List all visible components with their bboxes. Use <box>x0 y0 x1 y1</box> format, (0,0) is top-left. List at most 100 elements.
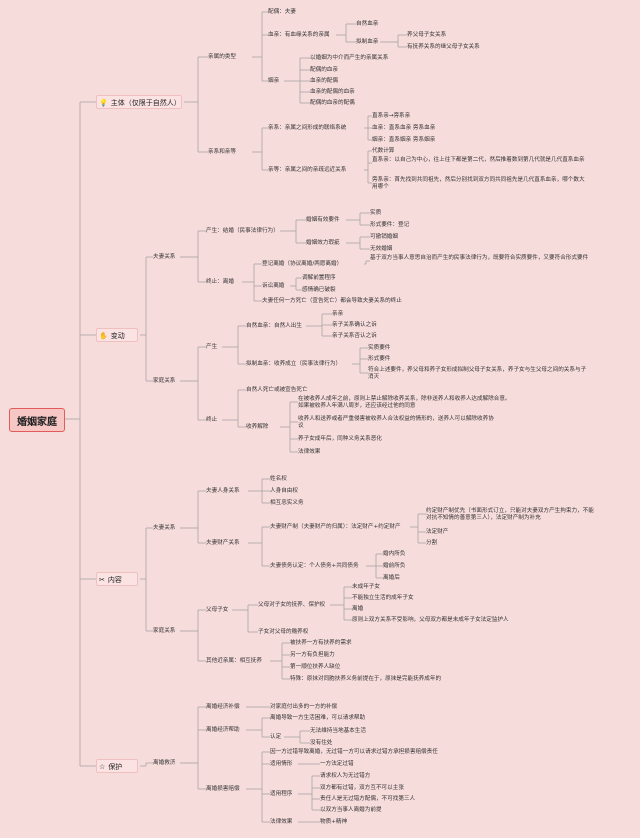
node-legal-blood[interactable]: 拟制血亲 <box>356 39 379 45</box>
node-content-spouse[interactable]: 夫妻关系 <box>153 525 176 531</box>
node-lawsuit-item[interactable]: 感情确已破裂 <box>302 287 336 293</box>
node-valid-item[interactable]: 形式要件：登记 <box>370 222 410 228</box>
node-procedure-item[interactable]: 以双方当事人离婚为前提 <box>320 807 382 813</box>
node-spouse-types[interactable]: 亲属的类型 <box>208 54 236 60</box>
node-relatives-item[interactable]: 被扶养一方有扶养的需求 <box>290 640 352 646</box>
node-kinship[interactable]: 亲系和亲等 <box>208 149 236 155</box>
node-kin-degree[interactable]: 亲等：亲属之间的亲疏远近关系 <box>268 167 347 173</box>
node-relatives-item[interactable]: 特殊：原抹对同胞扶养义务前提在于，原抹是完能抚养成年的 <box>290 676 442 682</box>
node-kin-system-item[interactable]: 姻亲：直系姻亲 旁系姻亲 <box>372 137 436 143</box>
node-property[interactable]: 夫妻财产关系 <box>206 540 240 546</box>
node-property-system-item[interactable]: 法定财产 <box>426 529 449 535</box>
node-change-spouse[interactable]: 夫妻关系 <box>153 254 176 260</box>
node-parent-support[interactable]: 子女对父母的赡养权 <box>258 629 309 635</box>
node-relatives-item[interactable]: 第一顺位扶养人缺位 <box>290 664 341 670</box>
node-inlaw-item[interactable]: 血亲的配偶 <box>310 78 338 84</box>
node-effect-law[interactable]: 法律效果 <box>270 819 293 825</box>
node-personal-item[interactable]: 姓名权 <box>270 476 287 482</box>
node-identify[interactable]: 认定 <box>270 734 282 740</box>
branch-change[interactable]: ✋变动 <box>96 328 138 342</box>
node-inlaw-item[interactable]: 以婚姻为中介而产生的亲属关系 <box>310 55 389 61</box>
node-effect-item[interactable]: 可撤销婚姻 <box>370 234 398 240</box>
node-identify-item[interactable]: 没有住处 <box>310 740 333 746</box>
node-compensation[interactable]: 离婚经济补偿 <box>206 704 240 710</box>
node-property-system[interactable]: 夫妻财产制（夫妻财产的归属）：法定财产+约定财产 <box>270 524 401 530</box>
node-kin-degree-item[interactable]: 代数计算 <box>372 148 395 154</box>
node-property-system-item[interactable]: 分割 <box>426 540 438 546</box>
node-personal-item[interactable]: 相互忠实义务 <box>270 500 304 506</box>
node-content-family[interactable]: 家庭关系 <box>153 628 176 634</box>
node-effect-note[interactable]: 物质+精神 <box>320 819 348 825</box>
node-family-end[interactable]: 终止 <box>206 417 218 423</box>
node-adopt-end-item[interactable]: 法律效果 <box>298 449 321 455</box>
node-natural-blood[interactable]: 自然血亲 <box>356 21 379 27</box>
node-scope-note[interactable]: 一方法定过错 <box>320 761 354 767</box>
node-parent-duty-item[interactable]: 未成年子女 <box>352 584 380 590</box>
node-adopt-end-item[interactable]: 在被收养人成年之前，原则上禁止解除收养关系，除非送养人和收养人达成解除合意。如果… <box>298 396 511 409</box>
node-damages-rule[interactable]: 因一方过错导致离婚，无过错一方可以请求过错方承担损害赔偿责任 <box>270 749 438 755</box>
root-topic[interactable]: 婚姻家庭 <box>9 408 65 432</box>
node-kin-system-item[interactable]: 血亲：直系血亲 旁系血亲 <box>372 125 436 131</box>
node-lawsuit[interactable]: 诉讼离婚 <box>262 283 285 289</box>
node-blood[interactable]: 血亲：有血缘关系的亲属 <box>268 32 330 38</box>
node-debt-item[interactable]: 婚前所负 <box>383 563 406 569</box>
node-procedure-item[interactable]: 双方都有过错，双方互不可以主张 <box>320 785 404 791</box>
node-legal-blood-item[interactable]: 养父母子女关系 <box>407 32 447 38</box>
node-death-end[interactable]: 夫妻任何一方死亡（宣告死亡）都会导致夫妻关系的终止 <box>262 298 402 304</box>
node-property-system-item[interactable]: 约定财产制优先（书面形式订立，只能对夫妻双方产生拘束力，不能对抗不知情的善意第三… <box>426 508 594 521</box>
node-damages[interactable]: 离婚损害赔偿 <box>206 786 240 792</box>
node-inlaw-item[interactable]: 配偶的血亲 <box>310 67 338 73</box>
branch-subject[interactable]: 💡主体（仅限于自然人） <box>96 95 182 109</box>
node-adoption-item[interactable]: 实质要件 <box>368 345 391 351</box>
node-relief[interactable]: 离婚救济 <box>153 760 176 766</box>
node-legal-blood-item[interactable]: 有抚养关系的继父母子女关系 <box>407 44 480 50</box>
node-agree-divorce[interactable]: 登记离婚（协议离婚/两愿离婚） <box>262 261 343 267</box>
node-relatives[interactable]: 其他近亲属：相互抚养 <box>206 658 262 664</box>
node-effect-item[interactable]: 无效婚姻 <box>370 246 393 252</box>
node-procedure[interactable]: 适用程序 <box>270 791 293 797</box>
node-scope[interactable]: 适用情形 <box>270 761 293 767</box>
node-parent-duty-item[interactable]: 不能独立生活的成年子女 <box>352 595 414 601</box>
node-inlaw-item[interactable]: 血亲的配偶的血亲 <box>310 89 355 95</box>
node-adoption-item[interactable]: 形式要件 <box>368 356 391 362</box>
node-kin-degree-item[interactable]: 直系亲：以自己为中心，往上往下都是第二代，然后推着数到第几代就是几代直系血亲 <box>372 157 585 163</box>
node-parent-duty-item[interactable]: 原则上双方关系不受影响，父母双方都是未成年子女法定监护人 <box>352 617 509 623</box>
node-procedure-item[interactable]: 责任人是无过错方配偶，不可找第三人 <box>320 796 416 802</box>
node-kin-system[interactable]: 亲系：亲属之间形成的联络系统 <box>268 125 347 131</box>
node-parents[interactable]: 父母子女 <box>206 607 229 613</box>
node-help[interactable]: 离婚经济帮助 <box>206 727 240 733</box>
node-relatives-item[interactable]: 另一方有负担能力 <box>290 652 335 658</box>
node-natural-item[interactable]: 亲亲 <box>332 311 344 317</box>
node-procedure-item[interactable]: 请求权人为无过错方 <box>320 773 371 779</box>
node-kin-degree-item[interactable]: 旁系亲：首先找到共同祖先，然后分别找到双方同共同祖先是几代直系血亲，哪个数大用哪… <box>372 177 585 190</box>
node-change-family[interactable]: 家庭关系 <box>153 378 176 384</box>
node-natural-item[interactable]: 亲子关系否认之诉 <box>332 333 377 339</box>
node-debt-item[interactable]: 离婚后 <box>383 575 400 581</box>
node-personal[interactable]: 夫妻人身关系 <box>206 488 240 494</box>
node-agree-note[interactable]: 基于双方当事人意思自治而产生的民事法律行为，既要符合实质要件，又要符合形式要件 <box>370 255 589 261</box>
node-adopt-end-item[interactable]: 收养人和送养或者严重侵害被收养人合法权益的情形的，送养人可以解除收养协议 <box>298 416 494 429</box>
node-lawsuit-item[interactable]: 调解前置程序 <box>302 275 336 281</box>
node-adoption-item[interactable]: 符合上述要件，养父母和养子女形成拟制父母子女关系，养子女与生父母之间的关系与子消… <box>368 367 587 380</box>
node-parent-duty-item[interactable]: 离婚 <box>352 606 364 612</box>
node-compensation-note[interactable]: 对家庭付出多的一方的补偿 <box>270 704 338 710</box>
node-death[interactable]: 自然人死亡或被宣告死亡 <box>246 387 308 393</box>
node-kin-system-item[interactable]: 直系亲→旁系亲 <box>372 113 411 119</box>
node-marriage[interactable]: 产生：结婚（民事法律行为） <box>206 228 279 234</box>
node-valid[interactable]: 婚姻有效要件 <box>306 217 340 223</box>
node-inlaw[interactable]: 姻亲 <box>268 78 280 84</box>
node-adopt-end-item[interactable]: 养子女成年后，同种义务关系恶化 <box>298 436 382 442</box>
node-effect[interactable]: 婚姻效力瑕疵 <box>306 240 340 246</box>
branch-protect[interactable]: ☆保护 <box>96 759 138 773</box>
node-identify-item[interactable]: 无法维持当地基本生活 <box>310 728 366 734</box>
node-divorce[interactable]: 终止：离婚 <box>206 279 234 285</box>
node-inlaw-item[interactable]: 配偶的血亲的配偶 <box>310 100 355 106</box>
node-family-produce[interactable]: 产生 <box>206 344 218 350</box>
node-valid-item[interactable]: 实质 <box>370 210 382 216</box>
node-parent-duty[interactable]: 父母对子女的抚养、保护权 <box>258 602 326 608</box>
node-adopt-end[interactable]: 收养解除 <box>246 424 269 430</box>
node-natural-item[interactable]: 亲子关系确认之诉 <box>332 322 377 328</box>
node-help-note[interactable]: 离婚导致一方生活困难，可以请求帮助 <box>270 715 366 721</box>
node-debt-item[interactable]: 婚内所负 <box>383 551 406 557</box>
node-spouse[interactable]: 配偶：夫妻 <box>268 9 296 15</box>
